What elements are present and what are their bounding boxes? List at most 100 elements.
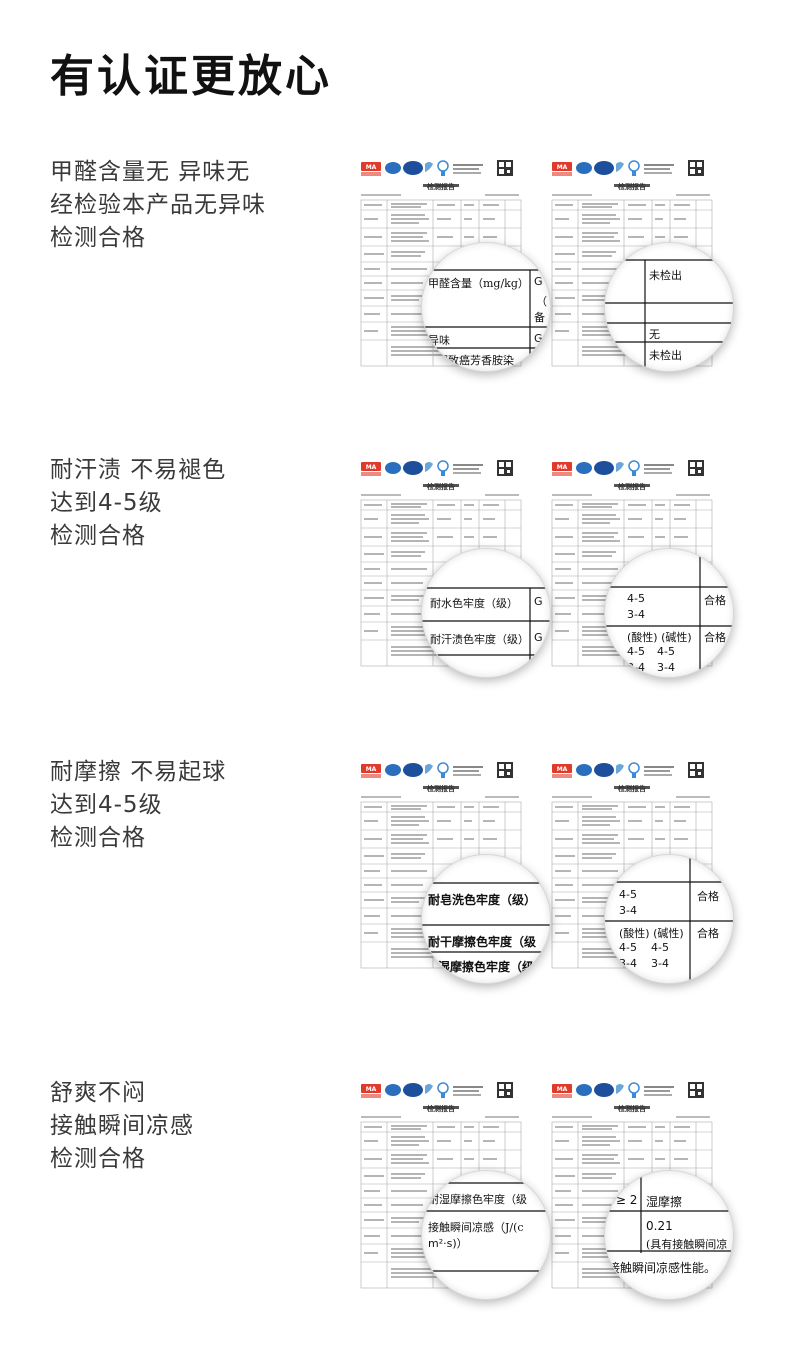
zoom-label: 未检出 bbox=[649, 269, 682, 282]
zoom-label: 0.21 bbox=[646, 1219, 673, 1233]
zoom-label: （ bbox=[536, 295, 547, 308]
report-title: 检测报告 bbox=[427, 1105, 455, 1113]
certification-logos: MA bbox=[552, 160, 704, 176]
zoom-lens: y ≥ 2 湿摩擦 0.21 (具有接触瞬间凉 接触瞬间凉感性能。 bbox=[604, 1170, 734, 1300]
feature-line: 检测合格 bbox=[50, 523, 146, 549]
zoom-lens: 甲醛含量（mg/kg） G （ 备 异味 G 分解致癌芳香胺染 bbox=[421, 242, 551, 372]
certification-logos: MA bbox=[552, 762, 704, 778]
zoom-lens: 耐皂洗色牢度（级） 耐干摩擦色牢度（级 耐湿摩擦色牢度（级 bbox=[421, 854, 551, 984]
zoom-label: 合格 bbox=[704, 631, 726, 644]
zoom-label: 合格 bbox=[697, 890, 719, 903]
zoom-label: 耐湿摩擦色牢度（级 bbox=[428, 1193, 527, 1206]
zoom-table-lines bbox=[422, 882, 550, 953]
zoom-label: 4-5 bbox=[651, 941, 669, 954]
feature-line: 甲醛含量无 异味无 bbox=[50, 159, 251, 185]
zoom-label: y ≥ 2 bbox=[605, 1193, 638, 1207]
zoom-table-lines bbox=[605, 855, 733, 983]
zoom-label: (酸性) (碱性) bbox=[619, 927, 684, 940]
svg-text:MA: MA bbox=[366, 766, 377, 773]
feature-text-abrasion: 耐摩擦 不易起球 达到4-5级 检测合格 bbox=[50, 756, 350, 855]
zoom-label: 3-4 bbox=[619, 904, 637, 917]
report-title: 检测报告 bbox=[427, 483, 455, 491]
feature-line: 接触瞬间凉感 bbox=[50, 1113, 194, 1139]
certification-logos: MA bbox=[361, 460, 513, 476]
feature-line: 耐汗渍 不易褪色 bbox=[50, 457, 227, 483]
svg-text:MA: MA bbox=[366, 1086, 377, 1093]
certification-logos: MA bbox=[361, 160, 513, 176]
zoom-label: 4-5 bbox=[627, 592, 645, 605]
zoom-label: G bbox=[534, 595, 543, 608]
zoom-label: 耐皂洗色牢度（级） bbox=[428, 893, 537, 907]
zoom-label: 未检出 bbox=[649, 349, 682, 362]
zoom-lens: 4-5 3-4 合格 (酸性) (碱性) 4-5 4-5 3-4 3-4 合格 bbox=[604, 548, 734, 678]
report-title: 检测报告 bbox=[618, 483, 646, 491]
zoom-label: 接触瞬间凉感性能。 bbox=[608, 1261, 717, 1275]
zoom-label: 耐干摩擦色牢度（级 bbox=[428, 935, 537, 949]
zoom-label: 3-4 bbox=[627, 608, 645, 621]
zoom-table-lines bbox=[422, 1182, 550, 1272]
feature-text-sweat: 耐汗渍 不易褪色 达到4-5级 检测合格 bbox=[50, 454, 350, 553]
feature-text-cooling: 舒爽不闷 接触瞬间凉感 检测合格 bbox=[50, 1077, 350, 1176]
page-title: 有认证更放心 bbox=[50, 51, 332, 102]
feature-line: 检测合格 bbox=[50, 1146, 146, 1172]
zoom-lens: 耐水色牢度（级） G 耐汗渍色牢度（级） G bbox=[421, 548, 551, 678]
zoom-lens: 4-5 3-4 合格 (酸性) (碱性) 4-5 4-5 3-4 3-4 合格 bbox=[604, 854, 734, 984]
zoom-label: (具有接触瞬间凉 bbox=[646, 1238, 728, 1251]
svg-text:MA: MA bbox=[366, 464, 377, 471]
feature-line: 经检验本产品无异味 bbox=[50, 192, 266, 218]
zoom-label: 甲醛含量（mg/kg） bbox=[428, 277, 529, 290]
svg-text:MA: MA bbox=[366, 164, 377, 171]
zoom-label: 分解致癌芳香胺染 bbox=[426, 354, 514, 367]
zoom-label: 耐汗渍色牢度（级） bbox=[430, 633, 529, 646]
certification-logos: MA bbox=[552, 1082, 704, 1098]
zoom-label: G bbox=[534, 332, 543, 345]
zoom-label: 备 bbox=[534, 311, 545, 324]
feature-line: 达到4-5级 bbox=[50, 490, 163, 516]
certification-logos: MA bbox=[552, 460, 704, 476]
report-title: 检测报告 bbox=[427, 785, 455, 793]
zoom-label: 耐湿摩擦色牢度（级 bbox=[426, 960, 535, 974]
feature-line: 耐摩擦 不易起球 bbox=[50, 759, 227, 785]
svg-text:MA: MA bbox=[557, 1086, 568, 1093]
certification-logos: MA bbox=[361, 762, 513, 778]
zoom-label: m²·s)） bbox=[428, 1237, 468, 1250]
svg-text:MA: MA bbox=[557, 766, 568, 773]
feature-line: 达到4-5级 bbox=[50, 792, 163, 818]
zoom-label: 合格 bbox=[704, 594, 726, 607]
zoom-label: 3-4 bbox=[619, 957, 637, 970]
feature-line: 检测合格 bbox=[50, 825, 146, 851]
zoom-label: 耐水色牢度（级） bbox=[430, 597, 518, 610]
zoom-table-lines bbox=[605, 259, 733, 371]
zoom-lens: 耐湿摩擦色牢度（级 接触瞬间凉感（J/(c m²·s)） bbox=[421, 1170, 551, 1300]
svg-text:MA: MA bbox=[557, 164, 568, 171]
zoom-label: 无 bbox=[649, 328, 660, 341]
zoom-label: 接触瞬间凉感（J/(c bbox=[428, 1221, 524, 1234]
zoom-table-lines bbox=[422, 269, 550, 371]
zoom-label: 4-5 bbox=[627, 645, 645, 658]
feature-line: 舒爽不闷 bbox=[50, 1080, 146, 1106]
zoom-label: 4-5 bbox=[619, 888, 637, 901]
zoom-label: 3-4 bbox=[657, 661, 675, 674]
feature-line: 检测合格 bbox=[50, 225, 146, 251]
zoom-table-lines bbox=[605, 549, 733, 677]
certification-logos: MA bbox=[361, 1082, 513, 1098]
zoom-label: (酸性) (碱性) bbox=[627, 631, 692, 644]
feature-text-formaldehyde: 甲醛含量无 异味无 经检验本产品无异味 检测合格 bbox=[50, 156, 350, 255]
report-title: 检测报告 bbox=[618, 785, 646, 793]
zoom-label: 4-5 bbox=[619, 941, 637, 954]
zoom-table-lines bbox=[422, 587, 550, 677]
zoom-label: G bbox=[534, 275, 543, 288]
zoom-table-lines bbox=[605, 1171, 733, 1253]
zoom-lens: 未检出 无 未检出 bbox=[604, 242, 734, 372]
zoom-label: 3-4 bbox=[627, 661, 645, 674]
report-title: 检测报告 bbox=[427, 183, 455, 191]
zoom-label: 4-5 bbox=[657, 645, 675, 658]
zoom-label: 3-4 bbox=[651, 957, 669, 970]
zoom-label: 异味 bbox=[428, 334, 450, 347]
report-title: 检测报告 bbox=[618, 183, 646, 191]
svg-text:MA: MA bbox=[557, 464, 568, 471]
report-title: 检测报告 bbox=[618, 1105, 646, 1113]
zoom-label: 湿摩擦 bbox=[646, 1195, 683, 1209]
zoom-label: 合格 bbox=[697, 927, 719, 940]
zoom-label: G bbox=[534, 631, 543, 644]
